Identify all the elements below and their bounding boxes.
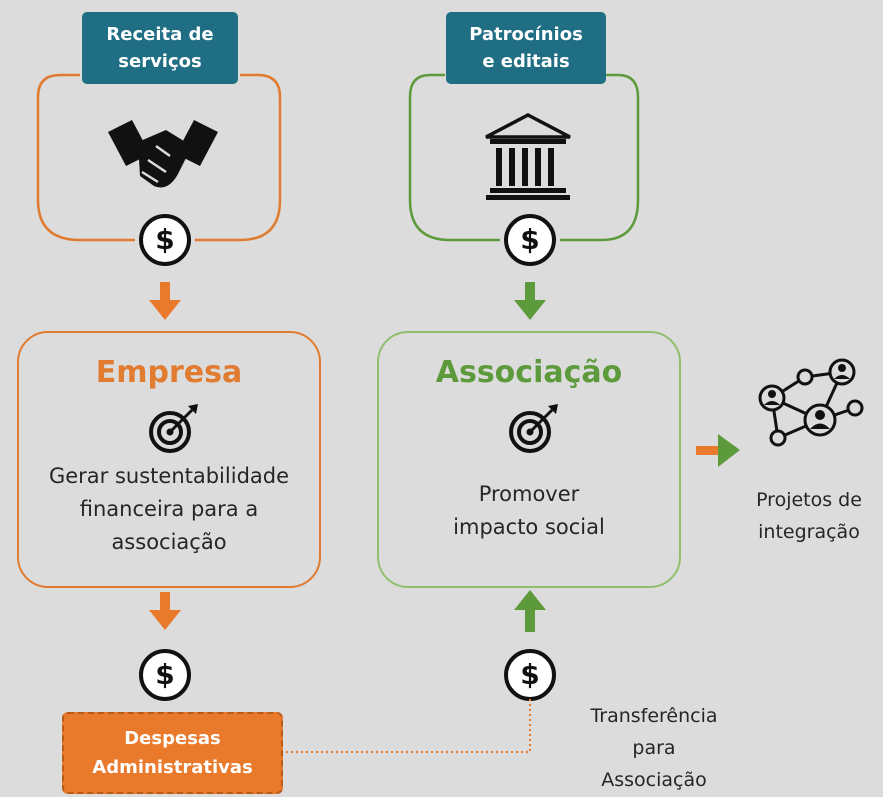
dollar-sign: $: [155, 658, 175, 691]
arrow-right: [696, 434, 740, 467]
dollar-sign: $: [520, 223, 540, 256]
arrow-up-green: [514, 590, 546, 632]
transfer-label: Transferência para Associação: [566, 700, 742, 796]
text-line: para: [632, 737, 676, 759]
tag-patrocinios-editais: Patrocínios e editais: [446, 12, 606, 84]
text-line: Despesas: [124, 728, 221, 749]
transfer-connector: [283, 699, 531, 753]
text-line: Promover: [478, 482, 580, 506]
text-line: Gerar sustentabilidade: [48, 464, 290, 488]
expenses-box: Despesas Administrativas: [62, 712, 283, 794]
text-line: Administrativas: [92, 757, 253, 778]
tag-line: Patrocínios: [469, 24, 583, 45]
dollar-sign: $: [155, 223, 175, 256]
text-line: Transferência: [590, 705, 718, 727]
text-line: impacto social: [453, 515, 605, 539]
text-line: integração: [758, 521, 860, 543]
arrow-down-orange: [149, 282, 181, 320]
empresa-box: [17, 331, 321, 588]
dollar-coin-icon: [139, 649, 191, 701]
empresa-title: Empresa: [95, 355, 243, 390]
associacao-description: Promover impacto social: [378, 478, 680, 544]
dollar-sign: $: [520, 658, 540, 691]
associacao-title: Associação: [435, 355, 623, 390]
tag-receita-servicos: Receita de serviços: [82, 12, 238, 84]
tag-line: e editais: [482, 51, 570, 72]
associacao-box: [377, 331, 681, 588]
target-icon: [509, 404, 558, 453]
tag-line: serviços: [118, 51, 202, 72]
dollar-coin-icon: [504, 214, 556, 266]
handshake-icon: [108, 120, 218, 188]
empresa-description: Gerar sustentabilidade financeira para a…: [18, 460, 320, 559]
tag-line: Receita de: [106, 24, 214, 45]
text-line: associação: [111, 530, 227, 554]
arrow-down-orange: [149, 592, 181, 630]
target-icon: [149, 404, 198, 453]
projects-label: Projetos de integração: [744, 484, 874, 548]
bank-icon: [485, 113, 571, 200]
text-line: financeira para a: [79, 497, 259, 521]
sponsors-loop: [408, 73, 640, 242]
services-loop: [36, 73, 282, 242]
text-line: Projetos de: [756, 489, 862, 511]
network-people-icon: [758, 358, 864, 447]
arrow-down-green: [514, 282, 546, 320]
dollar-coin-icon: [139, 214, 191, 266]
text-line: Associação: [601, 769, 707, 791]
